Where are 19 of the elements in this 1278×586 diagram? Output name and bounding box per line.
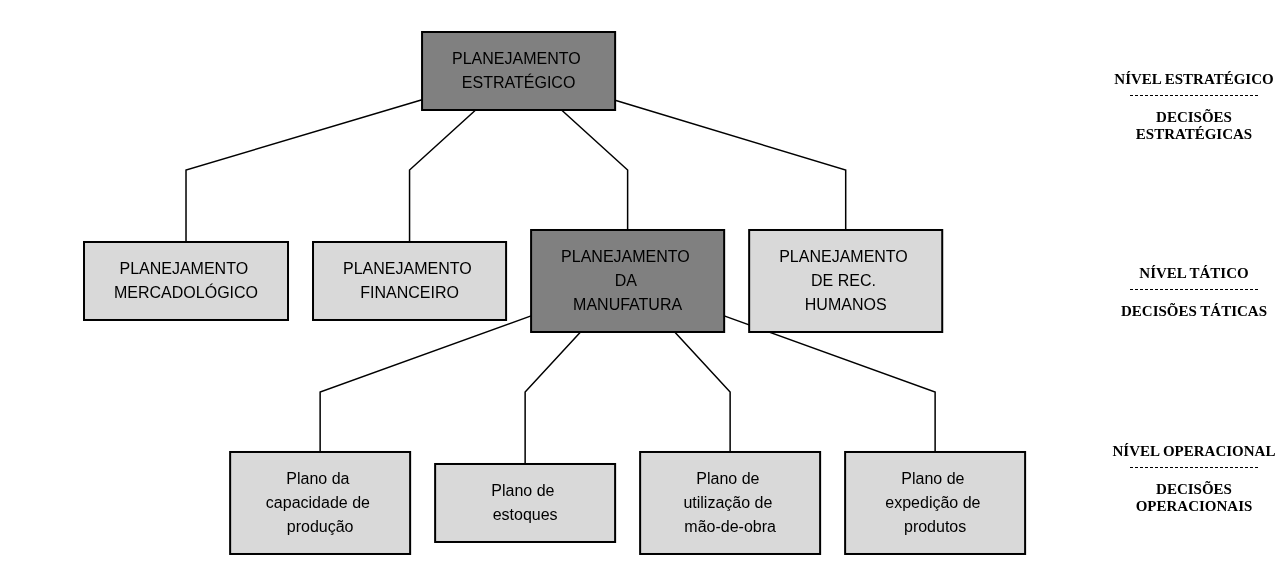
- node-box: Plano da capacidade de produção: [229, 451, 412, 555]
- node-box: Plano de expedição de produtos: [844, 451, 1027, 555]
- level-label: NÍVEL TÁTICO: [1138, 264, 1250, 284]
- connector: [674, 331, 732, 453]
- node-box: PLANEJAMENTO FINANCEIRO: [312, 241, 508, 321]
- decision-label: DECISÕES OPERACIONAIS: [1134, 479, 1254, 516]
- decision-label: DECISÕES ESTRATÉGICAS: [1134, 108, 1254, 145]
- connector: [561, 109, 629, 231]
- decision-label: DECISÕES TÁTICAS: [1120, 302, 1268, 322]
- connector: [409, 109, 477, 243]
- node-box: PLANEJAMENTO DA MANUFATURA: [530, 229, 726, 333]
- node-box: PLANEJAMENTO MERCADOLÓGICO: [83, 241, 290, 321]
- level-label: NÍVEL ESTRATÉGICO: [1113, 70, 1275, 90]
- node-box: PLANEJAMENTO DE REC. HUMANOS: [748, 229, 944, 333]
- node-box: PLANEJAMENTO ESTRATÉGICO: [421, 31, 617, 111]
- node-box: Plano de utilização de mão-de-obra: [639, 451, 822, 555]
- level-label: NÍVEL OPERACIONAL: [1111, 441, 1277, 461]
- connector: [524, 331, 582, 465]
- node-box: Plano de estoques: [434, 463, 617, 543]
